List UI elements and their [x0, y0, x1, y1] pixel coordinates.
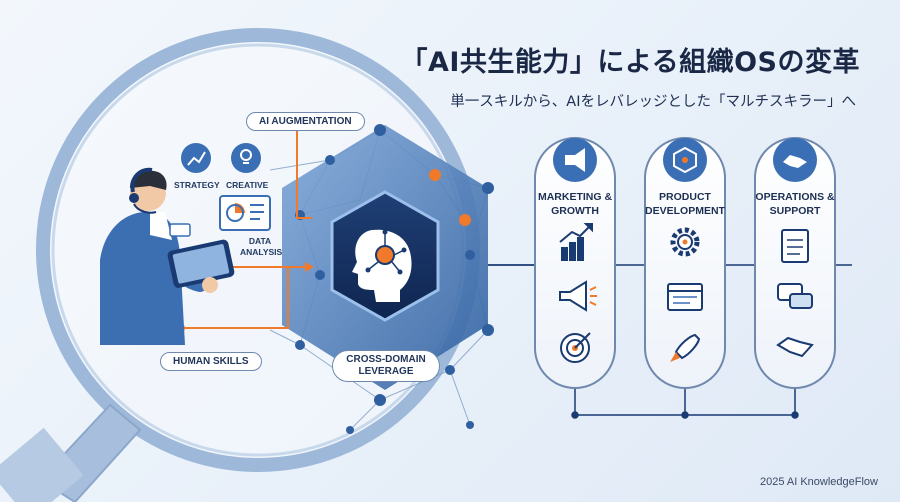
ai-augmentation-label: AI AUGMENTATION — [246, 112, 365, 131]
rocket-icon — [670, 333, 701, 362]
chat-bubbles-icon — [777, 283, 813, 309]
person-illustration — [100, 167, 235, 345]
page-subtitle: 単一スキルから、AIをレバレッジとした「マルチスキラー」へ — [450, 94, 856, 110]
creative-icon — [231, 143, 261, 173]
megaphone-icon — [559, 280, 597, 312]
data-analysis-label: DATA ANALYSIS — [240, 236, 283, 257]
column-product — [644, 137, 726, 389]
human-skills-label: HUMAN SKILLS — [160, 352, 262, 371]
footer-credit: 2025 AI KnowledgeFlow — [759, 476, 878, 488]
cross-domain-label: CROSS-DOMAIN LEVERAGE — [332, 350, 440, 382]
checklist-icon — [781, 229, 809, 263]
handshake-icon — [776, 336, 814, 358]
strategy-label: STRATEGY — [174, 180, 220, 190]
column-title-marketing: MARKETING & GROWTH — [537, 191, 613, 217]
column-marketing — [534, 137, 616, 389]
column-title-operations: OPERATIONS & SUPPORT — [755, 191, 835, 217]
growth-chart-icon — [559, 223, 593, 261]
chat-icon-small — [169, 223, 191, 237]
data-analysis-icon — [219, 195, 271, 231]
page-title: 「AI共生能力」による組織OSの変革 — [400, 47, 860, 78]
target-icon — [560, 332, 591, 363]
ai-brain-icon — [352, 229, 412, 302]
network-nodes — [295, 124, 494, 434]
column-title-product: PRODUCT DEVELOPMENT — [645, 191, 725, 217]
creative-label: CREATIVE — [226, 180, 269, 190]
strategy-icon — [181, 143, 211, 173]
browser-window-icon — [667, 283, 703, 311]
gear-icon — [670, 227, 700, 257]
